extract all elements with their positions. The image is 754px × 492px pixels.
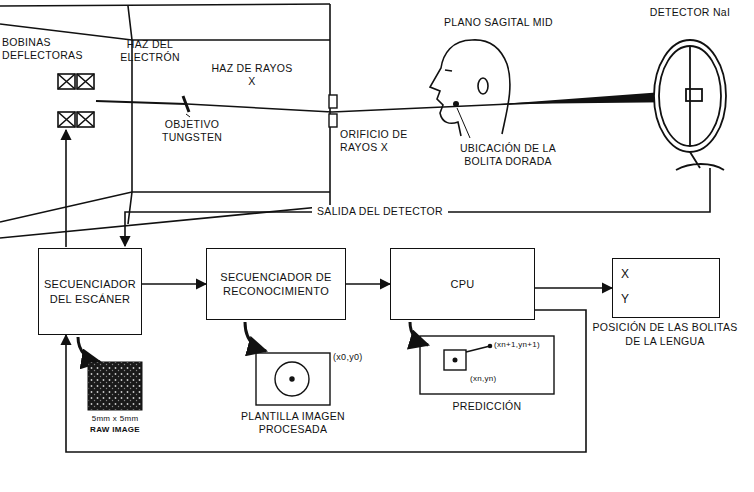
leader-line — [186, 114, 190, 117]
flow-arrow — [346, 283, 390, 285]
gold-pellet — [453, 101, 459, 107]
flow-arrow — [535, 287, 612, 289]
part-label: DETECTOR NaI — [650, 6, 730, 19]
box-label: CPU — [450, 277, 474, 291]
part-label: HAZ DE RAYOS X — [207, 62, 297, 88]
dimension-label: 5mm x 5mm — [92, 414, 139, 424]
nai-detector — [654, 40, 726, 170]
signal-label: SALIDA DEL DETECTOR — [312, 205, 448, 218]
flow-arrow — [142, 283, 206, 285]
flow-arrow — [66, 310, 586, 452]
plot-caption: POSICIÓN DE LAS BOLITAS DE LA LENGUA — [587, 321, 743, 348]
template-image — [256, 353, 330, 405]
part-label: PLANO SAGITAL MID — [444, 16, 553, 29]
xray-orifice — [329, 95, 337, 127]
process-box: CPU — [390, 248, 535, 320]
part-label: UBICACIÓN DE LA BOLITA DORADA — [452, 142, 564, 168]
axis-label: Y — [621, 292, 629, 308]
image-label: RAW IMAGE — [90, 425, 140, 435]
process-box: SECUENCIADOR DEL ESCÁNER — [38, 248, 142, 335]
prediction-image — [420, 336, 554, 394]
process-box: SECUENCIADOR DE RECONOCIMIENTO — [206, 248, 346, 320]
image-label: PLANTILLA IMAGEN PROCESADA — [231, 410, 355, 436]
part-label: BOBINAS DEFLECTORAS — [2, 36, 106, 62]
electron-beam — [96, 101, 186, 104]
image-label: PREDICCIÓN — [453, 400, 522, 413]
part-label: ORIFICIO DE RAYOS X — [340, 128, 428, 154]
box-label: SECUENCIADOR DE RECONOCIMIENTO — [212, 270, 340, 299]
tube-housing — [0, 4, 330, 238]
coordinate-label: (xn,yn) — [470, 374, 497, 384]
coil-control-wire — [65, 130, 67, 247]
part-label: OBJETIVO TUNGSTEN — [149, 118, 235, 144]
raw-image — [88, 362, 142, 410]
deflection-coil-symbol — [58, 74, 94, 127]
plot-box: XYPOSICIÓN DE LAS BOLITAS DE LA LENGUA — [612, 258, 720, 318]
leader-line — [457, 108, 470, 138]
axis-label: X — [621, 267, 629, 283]
box-label: SECUENCIADOR DEL ESCÁNER — [44, 277, 136, 306]
coordinate-label: (x0,y0) — [333, 352, 363, 363]
detector-output-wire — [125, 168, 710, 246]
coordinate-label: (xn+1,yn+1) — [494, 340, 540, 350]
head-profile — [430, 40, 510, 136]
part-label: HAZ DEL ELECTRÓN — [110, 38, 190, 64]
